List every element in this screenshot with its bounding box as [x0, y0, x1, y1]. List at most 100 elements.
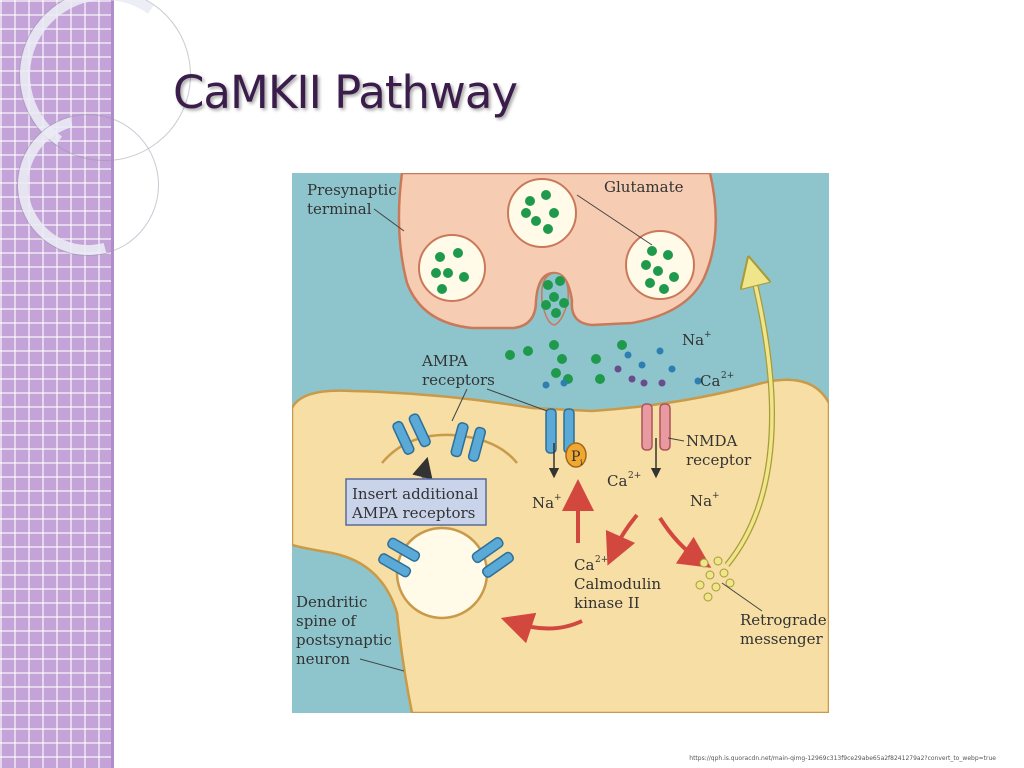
pi-subscript: i [580, 458, 583, 467]
slide-title: CaMKII Pathway [173, 66, 518, 119]
glutamate-molecule [541, 190, 551, 200]
glutamate-molecule [431, 268, 441, 278]
sidebar-edge [111, 0, 114, 768]
calcium-ion [614, 365, 622, 373]
ampa-receptor [378, 537, 421, 578]
glutamate-molecule [435, 252, 445, 262]
insert-ampa-box [345, 478, 487, 526]
calmodulin-line2: kinase II [574, 594, 640, 612]
glutamate-molecule [647, 246, 657, 256]
na-right-label: Na [690, 492, 712, 510]
dendritic-leader [359, 658, 405, 672]
glutamate-molecule [543, 280, 553, 290]
retrograde-leader [721, 582, 763, 612]
ampa-receptor [471, 537, 514, 578]
decorative-sidebar [0, 0, 113, 768]
retrograde-molecule [703, 592, 713, 602]
dendritic-line4: neuron [296, 650, 350, 668]
na-left-sup: + [554, 493, 562, 503]
sodium-ion [560, 379, 568, 387]
ca-calmodulin-label: Ca [574, 556, 594, 574]
na-top-sup: + [704, 330, 712, 340]
retrograde-molecule [713, 556, 723, 566]
presynaptic-label-line1: Presynaptic [307, 181, 397, 199]
calcium-ion [658, 379, 666, 387]
sodium-ion [624, 351, 632, 359]
ampa-receptor [450, 422, 487, 462]
glutamate-molecule [541, 300, 551, 310]
glutamate-molecule [641, 260, 651, 270]
glutamate-molecule [617, 340, 627, 350]
na-top-label: Na [682, 331, 704, 349]
nmda-leader [667, 437, 685, 442]
glutamate-molecule [555, 276, 565, 286]
glutamate-leader [576, 194, 653, 246]
glutamate-molecule [437, 284, 447, 294]
ca-top-label: Ca [700, 372, 720, 390]
source-url: https://qph.is.quoracdn.net/main-qimg-12… [689, 755, 996, 762]
ampa-label-line2: receptors [422, 371, 495, 389]
sodium-ion [638, 361, 646, 369]
synaptic-vesicle [625, 230, 695, 300]
insert-ampa-line1: Insert additional [352, 485, 479, 503]
retrograde-line2: messenger [740, 630, 824, 648]
ca-mid-label: Ca [607, 472, 627, 490]
na-left-label: Na [532, 494, 554, 512]
glutamate-molecule [595, 374, 605, 384]
retrograde-molecule [719, 568, 729, 578]
pi-label: P [571, 449, 580, 465]
calcium-to-camkii-arrow [605, 513, 639, 566]
glutamate-molecule [521, 208, 531, 218]
calcium-ion [640, 379, 648, 387]
glutamate-molecule [663, 250, 673, 260]
phosphate-badge [565, 442, 587, 468]
glutamate-molecule [523, 346, 533, 356]
ampa-leader-right [486, 388, 548, 412]
retrograde-molecule [695, 580, 705, 590]
ca-top-sup: 2+ [721, 371, 734, 381]
dendritic-line1: Dendritic [296, 593, 367, 611]
retrograde-molecule [725, 578, 735, 588]
retrograde-molecule [711, 582, 721, 592]
ca-calmodulin-sup: 2+ [595, 555, 608, 565]
glutamate-molecule [525, 196, 535, 206]
retrograde-line1: Retrograde [740, 611, 827, 629]
glutamate-molecule [549, 292, 559, 302]
sodium-ion [542, 381, 550, 389]
ampa-receptor [545, 408, 575, 454]
ca-mid-sup: 2+ [628, 471, 641, 481]
synaptic-vesicle [418, 234, 486, 302]
glutamate-molecule [453, 248, 463, 258]
glutamate-molecules [431, 190, 679, 384]
nmda-receptor [641, 403, 671, 451]
glutamate-molecule [551, 308, 561, 318]
calmodulin-line1: Calmodulin [574, 575, 661, 593]
retrograde-arrow [725, 271, 774, 567]
glutamate-molecule [669, 272, 679, 282]
glutamate-molecule [549, 208, 559, 218]
glutamate-molecule [559, 298, 569, 308]
dendritic-line2: spine of [296, 612, 357, 630]
ampa-leader-left [451, 388, 468, 422]
membrane-pocket [381, 433, 518, 464]
retrograde-molecule [699, 558, 709, 568]
glutamate-molecule [459, 272, 469, 282]
sodium-ion [668, 365, 676, 373]
glutamate-molecule [505, 350, 515, 360]
glutamate-molecule [659, 284, 669, 294]
calcium-ion [628, 375, 636, 383]
glutamate-label: Glutamate [604, 178, 684, 196]
na-right-sup: + [712, 491, 720, 501]
synaptic-vesicle [507, 178, 577, 248]
ampa-receptor [392, 413, 431, 455]
calcium-to-retrograde-arrow [658, 516, 712, 568]
presynaptic-leader [373, 208, 405, 232]
sodium-ion [694, 377, 702, 385]
ampa-label-line1: AMPA [421, 352, 468, 370]
retrograde-messenger-molecules [695, 556, 735, 602]
dendritic-line3: postsynaptic [296, 631, 392, 649]
synapse-diagram-svg: P i Insert additional AMPA receptors Pre… [292, 173, 829, 713]
glutamate-molecule [531, 216, 541, 226]
glutamate-molecule [557, 354, 567, 364]
retrograde-molecule [705, 570, 715, 580]
